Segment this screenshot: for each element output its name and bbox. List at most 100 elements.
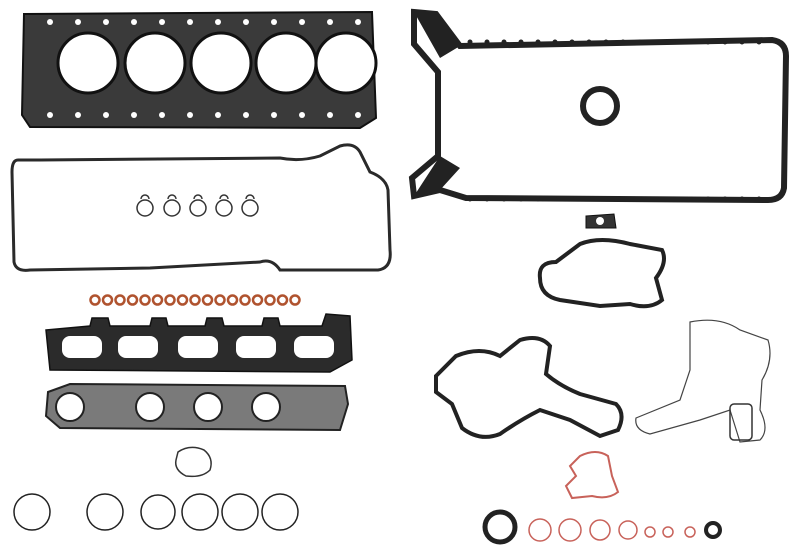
bolt-hole	[75, 112, 81, 118]
water-pump-gasket	[537, 238, 666, 309]
bolt-hole	[271, 112, 277, 118]
pan-bolt-hole	[620, 39, 626, 45]
pan-bolt-hole	[739, 196, 745, 202]
bolt-hole	[103, 112, 109, 118]
keyhole-seal	[136, 194, 154, 217]
pan-bolt-hole	[535, 39, 541, 45]
o-ring	[644, 526, 656, 538]
pan-bolt-hole	[705, 39, 711, 45]
pan-bolt-hole	[484, 196, 490, 202]
pan-bolt-hole	[467, 39, 473, 45]
valve-stem-o-ring	[226, 294, 239, 306]
valve-stem-o-ring	[126, 294, 139, 306]
intake-port	[294, 336, 334, 358]
valve-stem-o-ring	[214, 294, 226, 306]
o-ring	[86, 493, 124, 531]
pan-bolt-hole	[688, 196, 694, 202]
bolt-hole	[131, 112, 137, 118]
pan-bolt-hole	[535, 196, 541, 202]
pan-bolt-hole	[756, 196, 762, 202]
pan-bolt-hole	[722, 196, 728, 202]
o-ring	[482, 509, 518, 545]
valve-stem-o-ring	[176, 294, 189, 306]
bolt-hole	[243, 19, 249, 25]
pan-bolt-hole	[603, 39, 609, 45]
timing-cover-gasket	[434, 336, 624, 439]
thermostat-gasket	[174, 446, 212, 478]
pan-bolt-hole	[501, 39, 507, 45]
pan-bolt-hole	[671, 196, 677, 202]
bolt-hole	[159, 112, 165, 118]
o-ring	[704, 521, 722, 539]
intake-port	[118, 336, 158, 358]
o-ring	[528, 518, 552, 542]
bolt-hole	[299, 19, 305, 25]
keyhole-seal	[189, 194, 207, 217]
pan-bolt-hole	[603, 196, 609, 202]
o-ring	[662, 526, 674, 538]
exhaust-port	[135, 392, 165, 422]
valve-stem-o-ring	[276, 294, 289, 306]
pan-bolt-hole	[620, 196, 626, 202]
bolt-hole	[299, 112, 305, 118]
keyhole-seal	[215, 194, 233, 217]
bolt-hole	[243, 112, 249, 118]
pan-bolt-hole	[552, 39, 558, 45]
keyhole-seal	[241, 194, 259, 217]
cylinder-bore	[314, 31, 378, 95]
pan-bolt-hole	[467, 196, 473, 202]
valve-stem-seals	[89, 294, 301, 306]
intake-port	[236, 336, 276, 358]
pan-bolt-hole	[722, 39, 728, 45]
oil-pan-gasket	[408, 8, 790, 204]
bolt-hole	[75, 19, 81, 25]
exhaust-port	[251, 392, 281, 422]
o-ring	[558, 518, 582, 542]
o-ring-set-right	[482, 509, 722, 545]
pan-bolt-hole	[671, 39, 677, 45]
keyhole-seal	[163, 194, 181, 217]
cylinder-head-gasket	[20, 10, 378, 130]
bolt-hole	[355, 19, 361, 25]
valve-stem-o-ring	[139, 294, 151, 306]
pan-bolt-hole	[518, 39, 524, 45]
valve-stem-o-ring	[114, 294, 126, 306]
bolt-hole	[187, 112, 193, 118]
valve-stem-o-ring	[164, 294, 176, 306]
pan-bolt-hole	[654, 39, 660, 45]
valve-cover-gasket	[10, 143, 392, 272]
valve-stem-o-ring	[151, 294, 164, 306]
pan-bolt-hole	[484, 39, 490, 45]
valve-stem-o-ring	[289, 294, 301, 306]
pan-bolt-hole	[552, 196, 558, 202]
o-ring	[181, 493, 219, 531]
o-ring	[140, 494, 176, 530]
pan-bolt-hole	[705, 196, 711, 202]
bolt-hole	[327, 112, 333, 118]
pan-bolt-hole	[586, 39, 592, 45]
cylinder-bore	[123, 31, 187, 95]
oil-cooler-outline-gasket	[635, 319, 771, 443]
pan-bolt-hole	[637, 39, 643, 45]
intake-manifold-gasket	[45, 313, 353, 373]
valve-stem-o-ring	[101, 294, 114, 306]
pan-bolt-hole	[569, 196, 575, 202]
spark-plug-tube-seals	[136, 194, 259, 217]
valve-stem-o-ring	[189, 294, 201, 306]
valve-stem-o-ring	[264, 294, 276, 306]
intake-port	[178, 336, 218, 358]
bolt-hole	[159, 19, 165, 25]
o-ring-set-left	[13, 493, 299, 531]
o-ring	[13, 493, 51, 531]
crankshaft-seal	[580, 86, 620, 126]
pan-bolt-hole	[739, 39, 745, 45]
pan-bolt-hole	[518, 196, 524, 202]
pan-bolt-hole	[756, 39, 762, 45]
bolt-hole	[271, 19, 277, 25]
o-ring	[589, 519, 611, 541]
o-ring	[618, 520, 638, 540]
o-ring	[684, 526, 696, 538]
exhaust-port	[55, 392, 85, 422]
pan-bolt-hole	[654, 196, 660, 202]
